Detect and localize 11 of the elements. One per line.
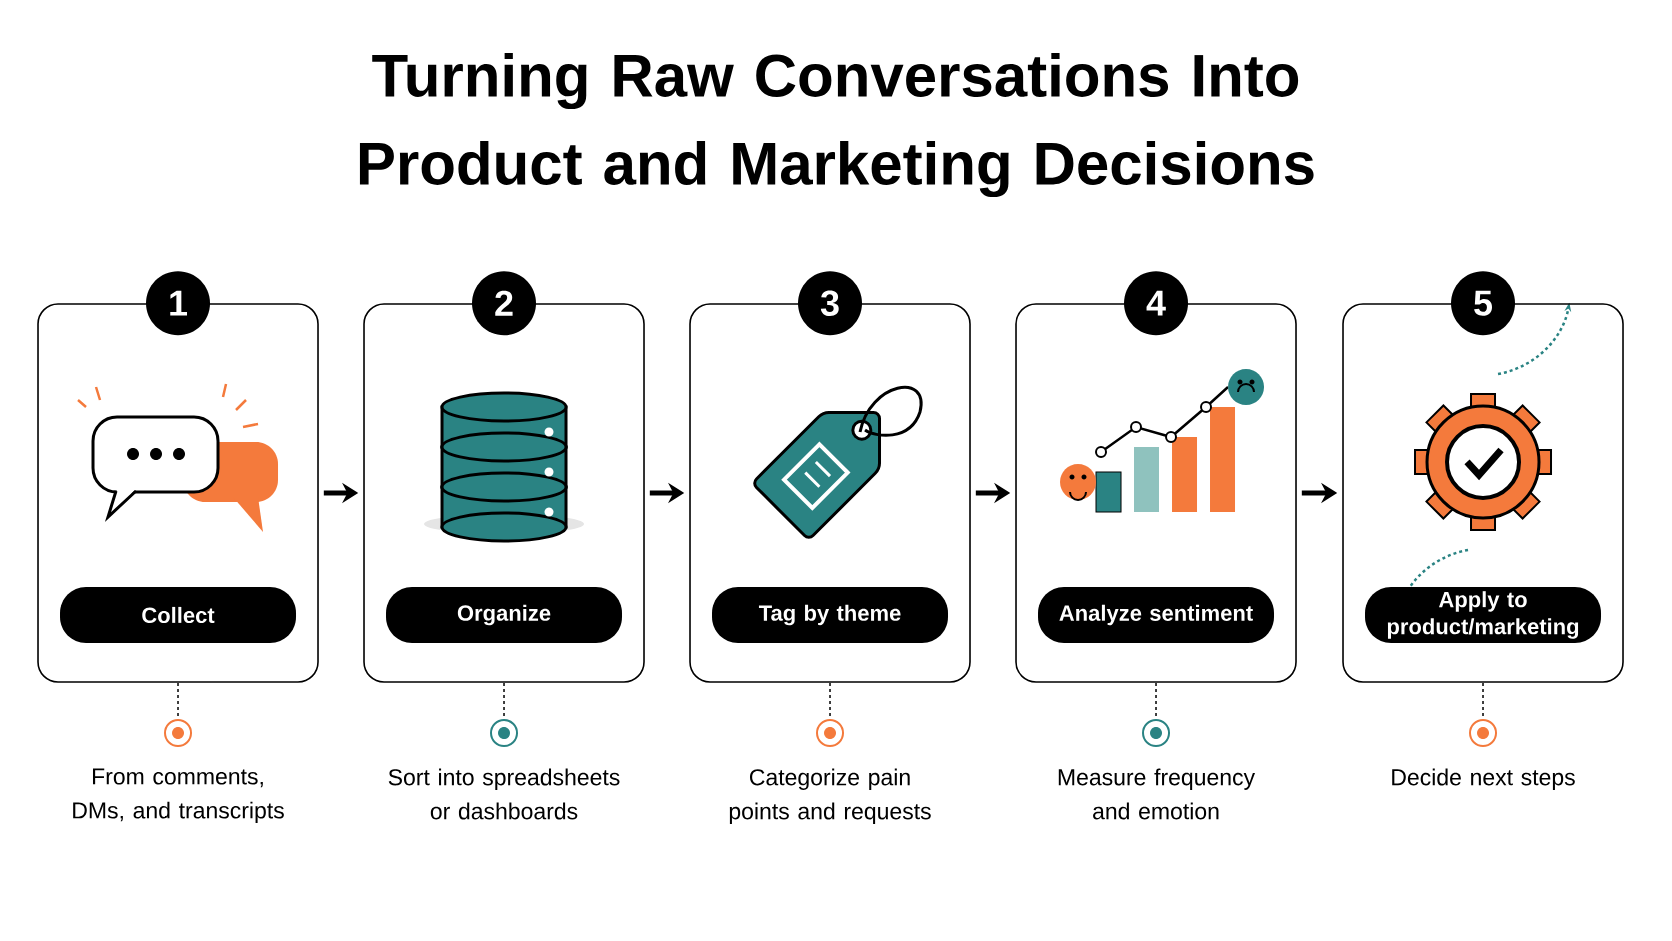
step-label-pill: Apply to product/marketing xyxy=(1365,587,1601,643)
step-label-pill: Tag by theme xyxy=(712,587,948,643)
title: Turning Raw Conversations Into Product and Marketing Decisions xyxy=(359,52,1314,198)
step-description: Measure frequency and emotion xyxy=(1058,768,1255,820)
step-description: Sort into spreadsheets or dashboards xyxy=(388,768,620,820)
step-description: From comments, DMs, and transcripts xyxy=(73,768,284,824)
step-description: Decide next steps xyxy=(1392,768,1575,790)
step-label-pill: Collect xyxy=(60,587,296,643)
step-description: Categorize pain points and requests xyxy=(729,768,931,824)
step-label-pill: Organize xyxy=(386,587,622,643)
step-label-pill: Analyze sentiment xyxy=(1038,587,1274,643)
